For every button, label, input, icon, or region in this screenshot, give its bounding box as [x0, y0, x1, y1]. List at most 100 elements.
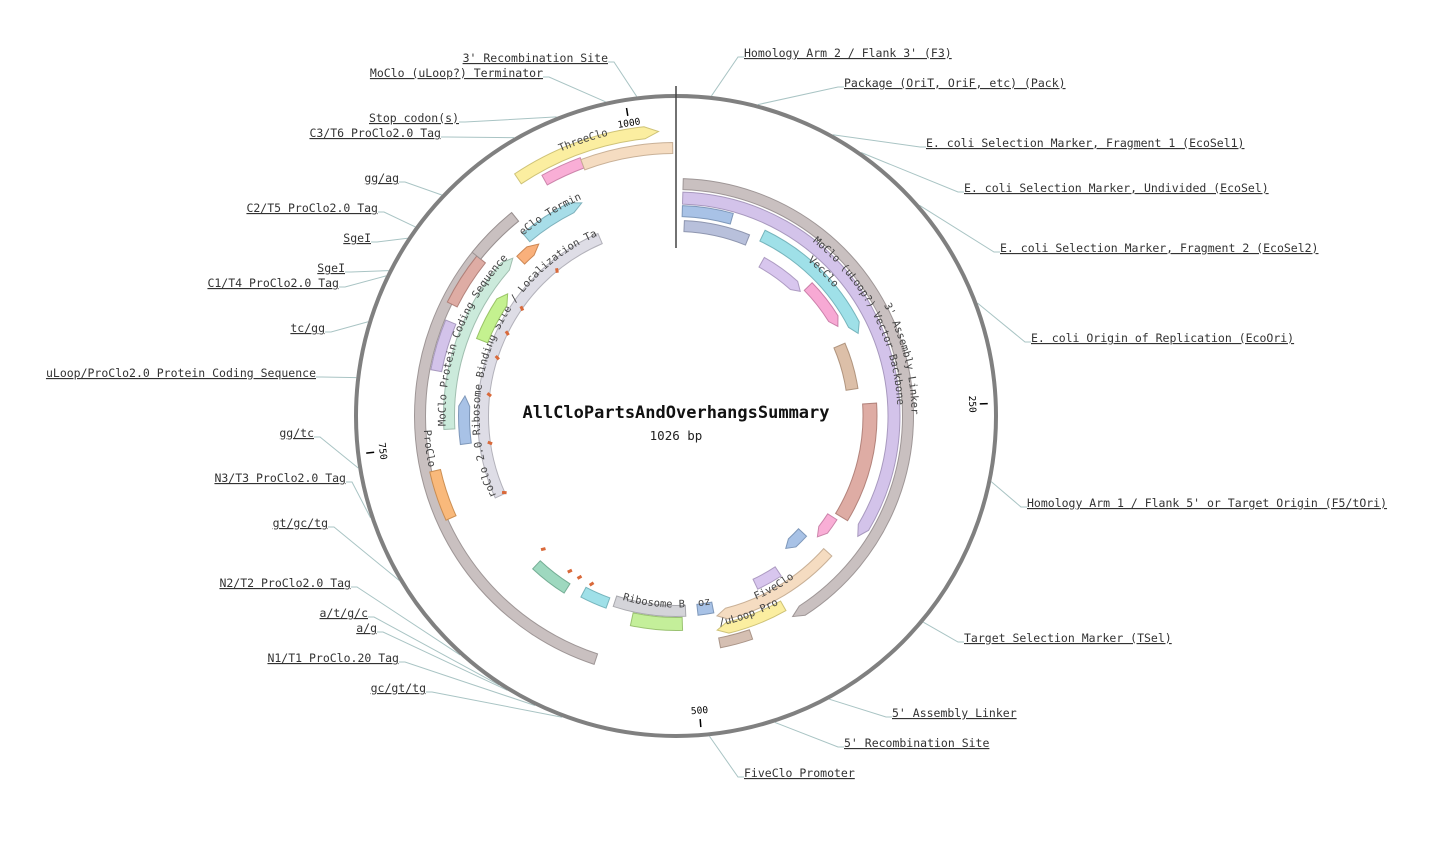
feature-arc[interactable]: [471, 211, 520, 260]
overhang-mark: [519, 305, 525, 312]
leader-line: [860, 152, 964, 193]
leader-line: [316, 376, 357, 379]
leader-line: [426, 691, 563, 718]
feature-arc[interactable]: [521, 202, 583, 243]
plasmid-length: 1026 bp: [650, 428, 703, 443]
annotation-label[interactable]: gg/tc: [279, 426, 314, 440]
feature-arc[interactable]: [612, 595, 687, 617]
tick-label: 500: [691, 705, 709, 717]
annotation-label[interactable]: Homology Arm 1 / Flank 5' or Target Orig…: [1027, 496, 1387, 510]
annotation-label[interactable]: E. coli Selection Marker, Undivided (Eco…: [964, 181, 1269, 195]
feature-arc[interactable]: [430, 319, 457, 373]
plasmid-name: AllCloPartsAndOverhangsSummary: [522, 403, 829, 423]
annotation-label[interactable]: tc/gg: [290, 321, 325, 335]
feature-arc[interactable]: [414, 211, 599, 665]
annotation-label[interactable]: C3/T6 ProClo2.0 Tag: [309, 126, 441, 140]
annotation-label[interactable]: gg/ag: [364, 171, 399, 185]
leader-line: [441, 136, 515, 139]
leader-line: [774, 721, 844, 748]
leader-line: [709, 735, 744, 778]
feature-arc[interactable]: [834, 402, 878, 522]
feature-arc[interactable]: [816, 513, 838, 538]
leader-line: [399, 661, 536, 706]
leader-line: [377, 631, 508, 691]
annotation-label[interactable]: C2/T5 ProClo2.0 Tag: [246, 201, 378, 215]
tick-750: [366, 451, 375, 454]
feature-arc[interactable]: [681, 205, 734, 225]
feature-arc[interactable]: [682, 178, 914, 618]
annotation-label[interactable]: gc/gt/tg: [371, 681, 426, 695]
annotation-labels: Homology Arm 2 / Flank 3' (F3) Package (O…: [46, 46, 1387, 780]
leader-line: [346, 481, 371, 518]
leader-line: [977, 302, 1031, 343]
feature-arc[interactable]: [785, 528, 808, 550]
feature-arc[interactable]: [446, 255, 487, 308]
feature-arc[interactable]: [429, 468, 457, 521]
annotation-label[interactable]: N3/T3 ProClo2.0 Tag: [214, 471, 346, 485]
annotation-label[interactable]: Stop codon(s): [369, 111, 459, 125]
annotation-label[interactable]: Package (OriT, OriF, etc) (Pack): [844, 76, 1066, 90]
feature-arc[interactable]: [580, 142, 674, 171]
overhang-mark: [486, 392, 492, 398]
annotation-label[interactable]: uLoop/ProClo2.0 Protein Coding Sequence: [46, 366, 316, 380]
leader-line: [990, 481, 1027, 508]
feature-arc[interactable]: [716, 600, 787, 634]
feature-arc[interactable]: [443, 257, 514, 431]
annotation-label[interactable]: N2/T2 ProClo2.0 Tag: [219, 576, 351, 590]
overhang-mark: [504, 330, 510, 336]
annotation-label[interactable]: SgeI: [343, 231, 371, 245]
annotation-label[interactable]: 5' Assembly Linker: [892, 706, 1017, 720]
tick-1000: [625, 107, 629, 116]
leader-line: [314, 436, 359, 469]
annotation-label[interactable]: SgeI: [317, 261, 345, 275]
annotation-label[interactable]: E. coli Selection Marker, Fragment 1 (Ec…: [926, 136, 1245, 150]
leader-line: [345, 270, 389, 273]
feature-arc[interactable]: [629, 612, 684, 631]
leader-line: [829, 698, 892, 718]
annotation-leaders: [314, 56, 1031, 778]
leader-line: [923, 621, 964, 643]
annotation-label[interactable]: Target Selection Marker (TSel): [964, 631, 1172, 645]
tick-500: [699, 718, 702, 728]
feature-arc[interactable]: [759, 229, 860, 335]
leader-line: [832, 134, 926, 148]
feature-arc[interactable]: [475, 293, 509, 344]
overhang-mark: [576, 574, 583, 580]
tick-label: 250: [966, 395, 978, 413]
overhang-mark: [487, 440, 493, 446]
feature-arc[interactable]: [718, 629, 754, 649]
feature-arc[interactable]: [516, 243, 540, 265]
feature-arc[interactable]: [833, 342, 859, 391]
feature-arc[interactable]: [752, 566, 782, 590]
annotation-label[interactable]: C1/T4 ProClo2.0 Tag: [207, 276, 339, 290]
feature-arc[interactable]: [531, 560, 571, 594]
leader-line: [757, 86, 844, 106]
feature-arc[interactable]: [696, 601, 715, 616]
annotation-label[interactable]: 5' Recombination Site: [844, 736, 989, 750]
feature-arc[interactable]: [477, 232, 603, 499]
annotation-label[interactable]: a/t/g/c: [320, 606, 368, 620]
annotation-label[interactable]: 3' Recombination Site: [463, 51, 608, 65]
annotation-label[interactable]: E. coli Selection Marker, Fragment 2 (Ec…: [1000, 241, 1319, 255]
feature-arc[interactable]: [683, 220, 751, 246]
feature-arc[interactable]: [580, 586, 611, 609]
feature-arc[interactable]: [681, 191, 901, 538]
feature-arc[interactable]: [803, 282, 839, 328]
leader-line: [919, 204, 1000, 253]
annotation-label[interactable]: MoClo (uLoop?) Terminator: [370, 66, 543, 80]
annotation-label[interactable]: N1/T1 ProClo.20 Tag: [267, 651, 399, 665]
annotation-label[interactable]: gt/gc/tg: [273, 516, 328, 530]
feature-arc[interactable]: [715, 547, 833, 620]
leader-line: [325, 321, 369, 333]
feature-arc[interactable]: [458, 394, 472, 446]
feature-arc[interactable]: [513, 126, 660, 185]
feature-arc[interactable]: [758, 256, 801, 292]
leader-line: [371, 237, 408, 243]
annotation-label[interactable]: E. coli Origin of Replication (EcoOri): [1031, 331, 1294, 345]
leader-line: [459, 116, 557, 123]
annotation-label[interactable]: FiveClo Promoter: [744, 766, 855, 780]
annotation-label[interactable]: a/g: [356, 621, 377, 635]
annotation-label[interactable]: Homology Arm 2 / Flank 3' (F3): [744, 46, 952, 60]
